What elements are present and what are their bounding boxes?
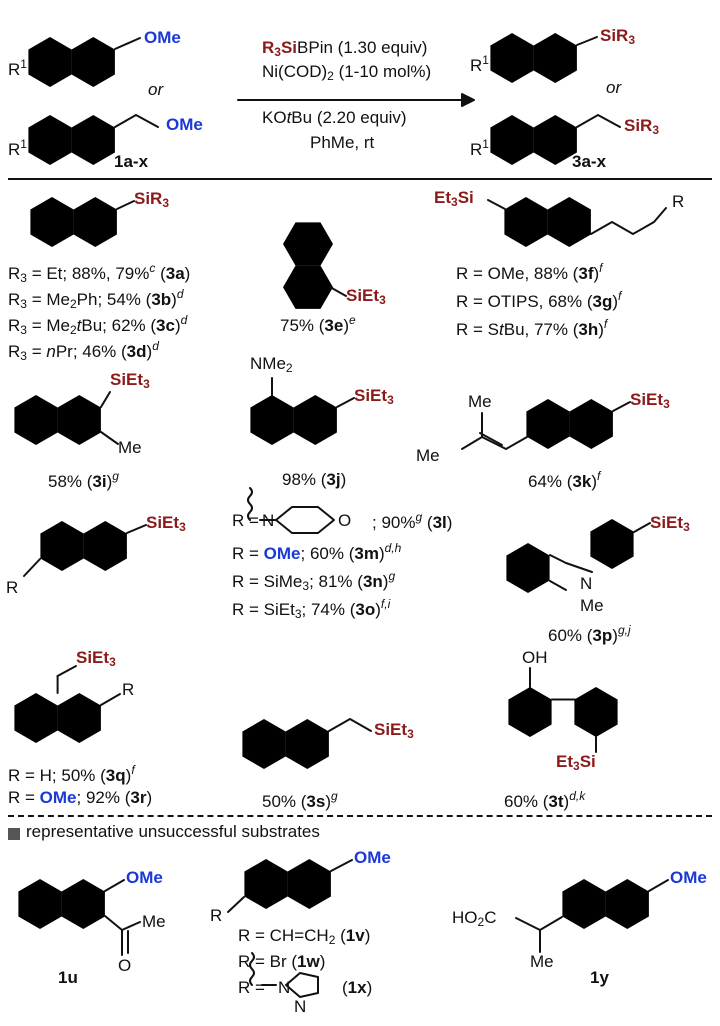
r1-label: R bbox=[8, 60, 21, 79]
entry-3a: R3 = Et; 88%, 79%c (3a) bbox=[8, 261, 191, 285]
entry-3i: 58% (3i)g bbox=[48, 469, 119, 491]
substrate-naphthyl-ether bbox=[28, 33, 621, 165]
label-1y: 1y bbox=[590, 968, 609, 987]
entry-1v: R = CH=CH2 (1v) bbox=[238, 926, 371, 947]
entry-3s: 50% (3s)g bbox=[262, 789, 338, 811]
entry-3n: R = SiMe3; 81% (3n)g bbox=[232, 569, 396, 593]
unsuccessful-heading: representative unsuccessful substrates bbox=[26, 822, 320, 841]
entry-3m: R = OMe; 60% (3m)d,h bbox=[232, 541, 402, 563]
divider bbox=[8, 178, 712, 180]
entry-3h: R = StBu, 77% (3h)f bbox=[456, 317, 608, 339]
entry-1w: R = Br (1w) bbox=[238, 952, 326, 971]
entry-3t: 60% (3t)d,k bbox=[504, 789, 586, 811]
entry-3l: ; 90%g (3l) bbox=[372, 510, 453, 532]
product-label: 3a-x bbox=[572, 152, 607, 171]
solvent-label: PhMe, rt bbox=[310, 133, 375, 152]
entry-3o: R = SiEt3; 74% (3o)f,i bbox=[232, 597, 391, 621]
entry-3q: R = H; 50% (3q)f bbox=[8, 763, 135, 785]
entry-3p: 60% (3p)g,j bbox=[548, 623, 631, 645]
entry-3f: R = OMe, 88% (3f)f bbox=[456, 261, 603, 283]
entry-1x: (1x) bbox=[342, 978, 373, 997]
methoxy-label: OMe bbox=[144, 28, 181, 47]
or-label: or bbox=[148, 80, 164, 99]
substrate-label: 1a-x bbox=[114, 152, 149, 171]
base-label: KOtBu (2.20 equiv) bbox=[262, 108, 407, 127]
bullet-icon bbox=[8, 828, 20, 840]
entry-3j: 98% (3j) bbox=[282, 470, 347, 489]
catalyst-label: Ni(COD)2 (1-10 mol%) bbox=[262, 62, 432, 83]
dashed-divider bbox=[8, 815, 712, 817]
entry-3k: 64% (3k)f bbox=[528, 469, 601, 491]
entry-3r: R = OMe; 92% (3r) bbox=[8, 788, 153, 807]
entry-3d: R3 = nPr; 46% (3d)d bbox=[8, 339, 159, 363]
entry-3g: R = OTIPS, 68% (3g)f bbox=[456, 289, 622, 311]
label-1u: 1u bbox=[58, 968, 78, 987]
entry-3e: 75% (3e)e bbox=[280, 313, 356, 335]
entry-3c: R3 = Me2tBu; 62% (3c)d bbox=[8, 313, 188, 337]
entry-3b: R3 = Me2Ph; 54% (3b)d bbox=[8, 287, 184, 311]
